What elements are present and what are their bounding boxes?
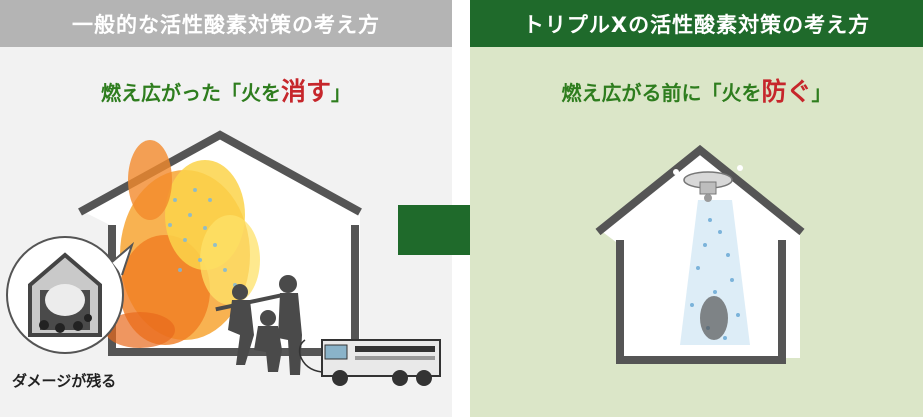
fire-truck-illustration bbox=[298, 339, 441, 386]
right-headline-accent: 防ぐ bbox=[761, 77, 812, 106]
left-panel-headline: 燃え広がった「火を消す」 bbox=[0, 72, 452, 108]
protected-house-illustration bbox=[595, 144, 805, 364]
ceiling-sprinkler-icon bbox=[673, 165, 743, 202]
left-headline-prefix: 燃え広がった「火を bbox=[100, 81, 281, 105]
right-panel-headline: 燃え広がる前に「火を防ぐ」 bbox=[470, 72, 923, 108]
left-headline-accent: 消す bbox=[280, 77, 331, 106]
right-headline-prefix: 燃え広がる前に「火を bbox=[561, 81, 762, 105]
damaged-house-inset-icon bbox=[6, 236, 135, 354]
damage-caption: ダメージが残る bbox=[12, 372, 117, 390]
right-headline-suffix: 」 bbox=[811, 81, 832, 105]
left-panel: 一般的な活性酸素対策の考え方 燃え広がった「火を消す」 bbox=[0, 0, 452, 417]
right-panel-title: トリプルXの活性酸素対策の考え方 bbox=[470, 0, 923, 47]
left-illustration bbox=[6, 130, 441, 386]
right-panel: トリプルXの活性酸素対策の考え方 燃え広がる前に「火を防ぐ」 bbox=[470, 0, 923, 417]
left-panel-title: 一般的な活性酸素対策の考え方 bbox=[0, 0, 452, 47]
left-headline-suffix: 」 bbox=[331, 81, 351, 105]
firefighters-illustration bbox=[215, 275, 302, 375]
right-illustration bbox=[595, 144, 805, 364]
